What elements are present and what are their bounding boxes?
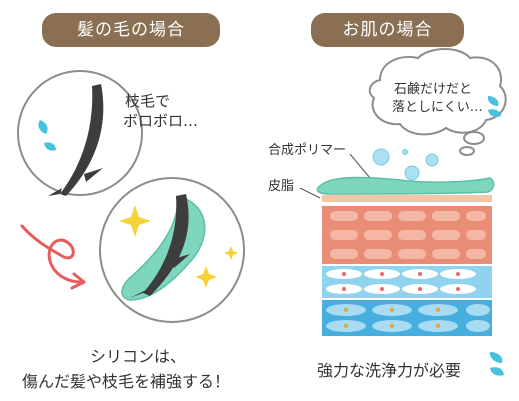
right-caption: 強力な洗浄力が必要 (317, 361, 462, 380)
thought-bubble (368, 48, 507, 136)
split-end (84, 168, 103, 182)
note-line-2: ボロボロ… (123, 112, 199, 130)
drop-icon (38, 120, 56, 151)
right-title: お肌の場合 (311, 13, 464, 47)
polymer-layer (316, 176, 495, 195)
sebum-label: 皮脂 (268, 179, 295, 194)
bubble-line-1: 石鹸だけだと (394, 82, 473, 97)
drop-icon (487, 96, 501, 117)
left-title: 髪の毛の場合 (42, 13, 220, 47)
bubble-line-2: 落としにくい… (392, 100, 483, 115)
damaged-hair-circle (17, 70, 143, 196)
sparkle-icon (119, 205, 238, 288)
sebum-layer (322, 195, 492, 202)
polymer-label: 合成ポリマー (268, 143, 347, 158)
left-caption-line-1: シリコンは、 (90, 347, 187, 366)
damaged-hair (60, 84, 104, 196)
note-line-1: 枝毛で (125, 92, 171, 110)
arrow-icon (20, 224, 82, 284)
bubble-icon (372, 148, 439, 181)
drop-icon (489, 352, 504, 376)
coated-hair (143, 194, 189, 296)
pink-cells (330, 211, 486, 259)
left-caption-line-2: 傷んだ髪や枝毛を補強する！ (22, 372, 231, 391)
